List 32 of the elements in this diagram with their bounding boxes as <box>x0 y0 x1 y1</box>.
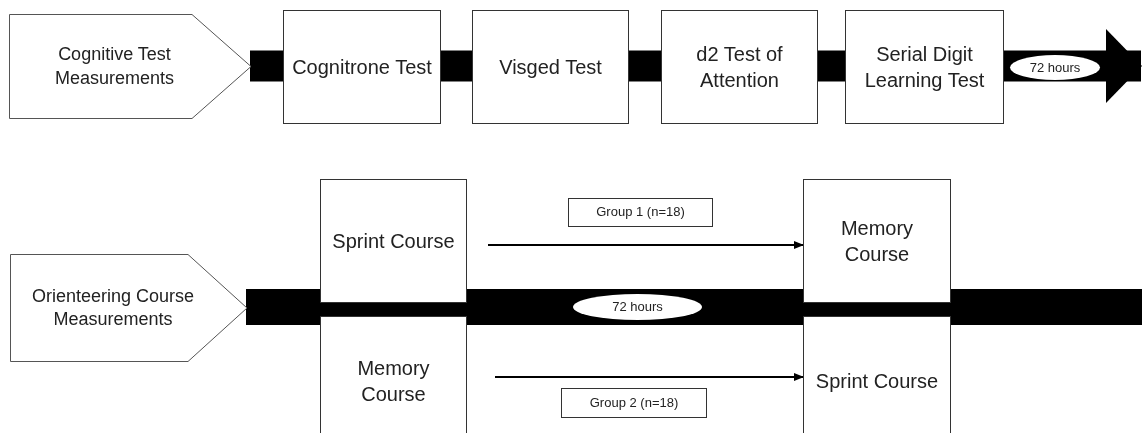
node-label: Cognitrone Test <box>291 55 433 80</box>
arrow <box>487 241 804 249</box>
process-box <box>803 316 951 433</box>
process-box <box>661 10 818 124</box>
process-box <box>283 10 441 124</box>
pentagon-arrow-box <box>9 14 252 119</box>
timeline-band <box>818 50 845 82</box>
timeline-band <box>629 50 661 82</box>
pentagon-arrow-box <box>10 254 248 362</box>
node-label: Memory Course <box>356 356 431 407</box>
arrow <box>494 373 804 381</box>
node-label: Serial Digit Learning Test <box>863 42 986 93</box>
process-box <box>472 10 629 124</box>
group-label-box <box>568 198 713 227</box>
timeline-band <box>246 289 1142 325</box>
node-label: Sprint Course <box>814 369 940 394</box>
node-label: Orienteering Course Measurements <box>30 284 196 331</box>
node-label: Visged Test <box>498 55 603 80</box>
node-label: Group 2 (n=18) <box>589 394 679 412</box>
node-label: Sprint Course <box>331 229 456 254</box>
node-label: Memory Course <box>839 216 915 267</box>
node-label: d2 Test of Attention <box>695 42 784 93</box>
timeline-band <box>441 50 472 82</box>
process-box <box>845 10 1004 124</box>
process-box <box>320 179 467 303</box>
timeline-band <box>250 50 283 82</box>
group-label-box <box>561 388 707 418</box>
process-box <box>320 316 467 433</box>
node-label: Group 1 (n=18) <box>596 204 685 221</box>
timeline-band <box>1004 29 1142 103</box>
node-label: Cognitive Test Measurements <box>53 43 176 90</box>
process-box <box>803 179 951 303</box>
